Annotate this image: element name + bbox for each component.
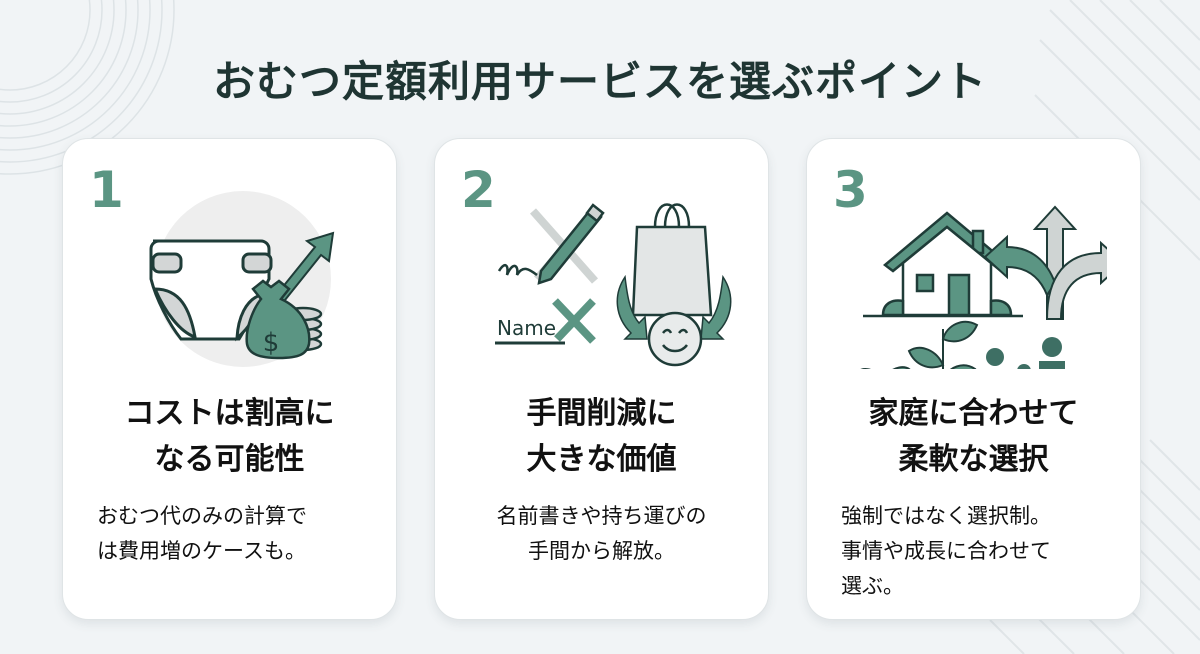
money-bag-icon: $	[245, 279, 311, 360]
diaper-icon	[149, 239, 273, 342]
shopping-bag-icon	[631, 203, 713, 317]
point-description: 名前書きや持ち運びの 手間から解放。	[496, 504, 707, 563]
point-heading: コストは割高に なる可能性	[124, 396, 335, 477]
point-card-cost: 1 $ コストは割高に なる可能性 おむつ代のみの計算で は費用増のケースも。	[62, 138, 397, 620]
smiley-icon	[647, 311, 703, 367]
page-title: おむつ定額利用サービスを選ぶポイント	[212, 57, 987, 106]
branching-arrows-icon	[983, 205, 1107, 320]
signature-scribble	[497, 264, 538, 277]
point-description: おむつ代のみの計算で は費用増のケースも。	[97, 504, 307, 563]
name-label-icon: Name	[497, 316, 556, 340]
cross-icon	[552, 298, 596, 344]
cost-illustration: $	[149, 191, 335, 367]
point-number: 3	[833, 161, 868, 219]
pen-icon	[537, 203, 605, 285]
house-icon	[863, 211, 1023, 318]
svg-text:$: $	[263, 328, 280, 358]
curved-arrow-icon	[616, 274, 732, 340]
flexibility-illustration	[860, 205, 1107, 369]
point-heading: 手間削減に 大きな価値	[526, 396, 677, 477]
sprout-icon	[860, 320, 979, 369]
point-card-flexibility: 3	[806, 138, 1141, 620]
effort-illustration: Name	[495, 203, 732, 367]
point-heading: 家庭に合わせて 柔軟な選択	[868, 396, 1079, 477]
family-icon	[986, 337, 1065, 369]
point-number: 1	[89, 161, 124, 219]
point-number: 2	[461, 161, 496, 219]
point-description: 強制ではなく選択制。 事情や成長に合わせて 選ぶ。	[841, 504, 1051, 598]
point-card-effort: 2 Name 手間削減に 大きな価値 名前書きや持	[434, 138, 769, 620]
